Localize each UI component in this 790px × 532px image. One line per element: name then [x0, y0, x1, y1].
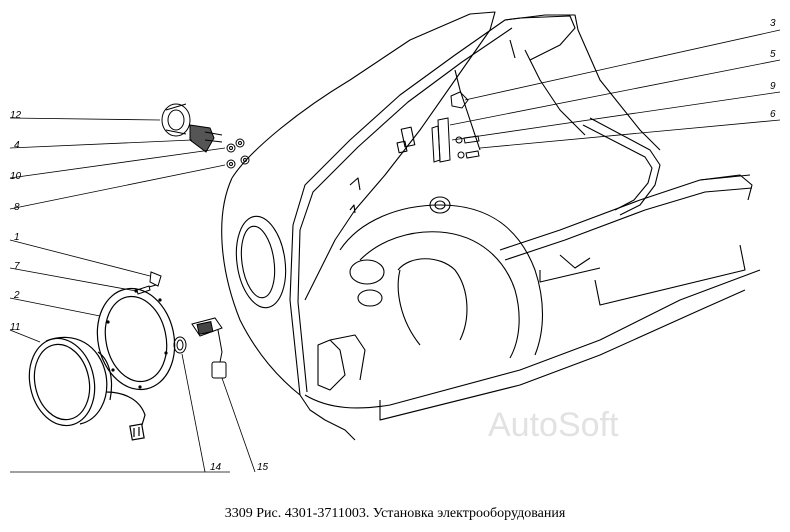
figure-caption: 3309 Рис. 4301-3711003. Установка электр…: [224, 506, 566, 521]
callout-7: 7: [14, 261, 20, 272]
callout-1: 1: [14, 232, 20, 243]
callout-12: 12: [10, 110, 22, 121]
callout-10: 10: [10, 171, 22, 182]
callout-5: 5: [770, 49, 776, 60]
callout-4: 4: [14, 140, 20, 151]
callout-15: 15: [257, 462, 269, 473]
callout-3: 3: [770, 18, 776, 29]
callout-14: 14: [210, 462, 222, 473]
callout-numbers: 1 2 3 4 5 6 7 8 9 10 11 12 14 15: [10, 18, 776, 473]
callout-8: 8: [14, 202, 20, 213]
sidelamp-parts: [161, 103, 250, 169]
callout-11: 11: [10, 322, 20, 333]
watermark: AutoSoft: [488, 406, 619, 444]
callout-6: 6: [770, 109, 776, 120]
callout-2: 2: [13, 290, 20, 301]
leader-lines: [9, 29, 781, 473]
cab-body: [221, 11, 761, 441]
gasket-ring: [96, 287, 176, 391]
headlamp: [28, 336, 146, 441]
switch-parts: [173, 317, 227, 379]
callout-9: 9: [770, 81, 776, 92]
clip-and-screw: [136, 271, 162, 295]
